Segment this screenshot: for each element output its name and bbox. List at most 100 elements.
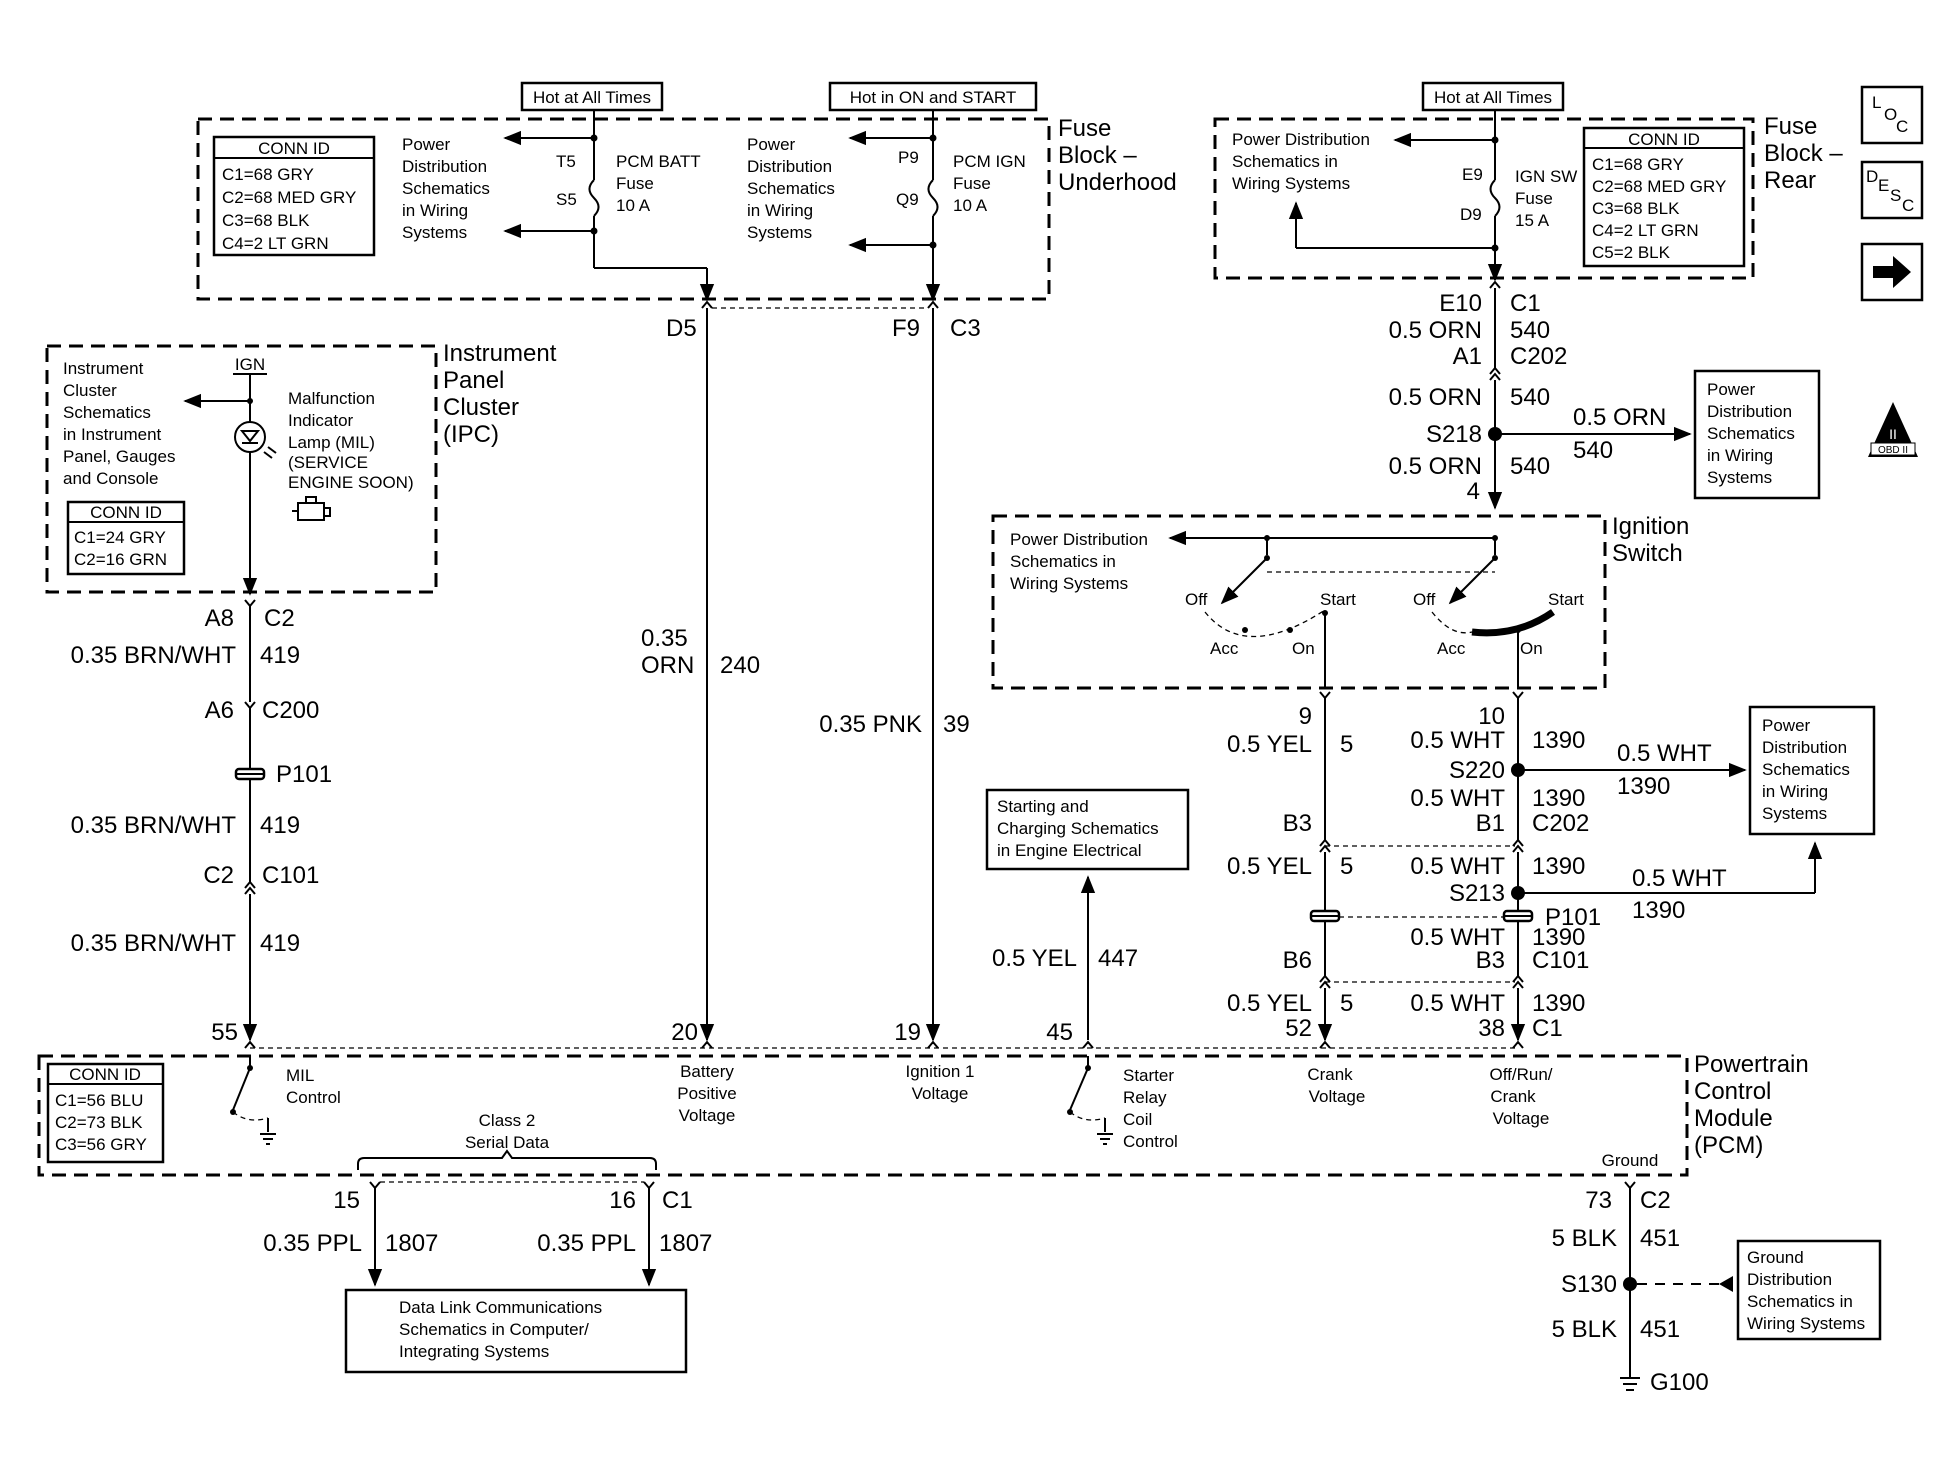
svg-text:C2=16 GRN: C2=16 GRN	[74, 550, 167, 569]
svg-text:Relay: Relay	[1123, 1088, 1167, 1107]
svg-text:in Wiring: in Wiring	[402, 201, 468, 220]
svg-text:Distribution: Distribution	[747, 157, 832, 176]
crank-voltage-label: Crank Voltage	[1307, 1065, 1365, 1106]
ground-dist-box: Ground Distribution Schematics in Wiring…	[1736, 1239, 1882, 1341]
svg-text:Systems: Systems	[747, 223, 812, 242]
svg-text:Fuse: Fuse	[1058, 115, 1111, 142]
svg-text:Distribution: Distribution	[1707, 402, 1792, 421]
hot-on-start-label: Hot in ON and START	[828, 81, 1038, 112]
pwr-dist-note-rear: Power Distribution Schematics in Wiring …	[1232, 130, 1370, 193]
svg-text:Class 2: Class 2	[479, 1111, 536, 1130]
svg-text:451: 451	[1640, 1316, 1680, 1343]
svg-text:Block –: Block –	[1058, 142, 1137, 169]
svg-text:C101: C101	[1532, 947, 1589, 974]
svg-text:Hot at All Times: Hot at All Times	[533, 88, 651, 107]
ign-switch-title: Ignition Switch	[1612, 513, 1689, 567]
svg-text:19: 19	[894, 1019, 921, 1046]
desc-icon[interactable]: D E S C	[1860, 160, 1924, 220]
svg-text:0.5 WHT: 0.5 WHT	[1410, 990, 1505, 1017]
svg-text:C1=56 BLU: C1=56 BLU	[55, 1091, 143, 1110]
svg-text:in Wiring: in Wiring	[1762, 782, 1828, 801]
svg-text:P9: P9	[898, 148, 919, 167]
svg-text:Power: Power	[402, 135, 451, 154]
svg-text:PCM BATT: PCM BATT	[616, 152, 701, 171]
ipc-conn-id-table: CONN ID C1=24 GRY C2=16 GRN	[66, 500, 186, 576]
hot-all-times-label: Hot at All Times	[520, 81, 664, 112]
svg-text:Hot in ON and START: Hot in ON and START	[850, 88, 1017, 107]
ign-switch-left-contacts: Off Start Acc On	[1185, 590, 1356, 688]
svg-text:Lamp (MIL): Lamp (MIL)	[288, 433, 375, 452]
svg-text:(IPC): (IPC)	[443, 421, 499, 448]
mil-control-switch: MIL Control	[230, 1056, 341, 1145]
svg-text:5: 5	[1340, 731, 1353, 758]
svg-text:Cluster: Cluster	[63, 381, 117, 400]
svg-text:(SERVICE: (SERVICE	[288, 453, 368, 472]
svg-text:C202: C202	[1532, 810, 1589, 837]
svg-text:T5: T5	[556, 152, 576, 171]
svg-text:IGN SW: IGN SW	[1515, 167, 1577, 186]
next-page-arrow-icon[interactable]	[1860, 242, 1924, 302]
svg-text:C5=2 BLK: C5=2 BLK	[1592, 243, 1671, 262]
svg-text:OBD II: OBD II	[1878, 445, 1908, 456]
svg-text:Wiring Systems: Wiring Systems	[1747, 1314, 1865, 1333]
svg-text:C4=2 LT GRN: C4=2 LT GRN	[1592, 221, 1699, 240]
svg-text:5 BLK: 5 BLK	[1552, 1225, 1617, 1252]
loc-icon[interactable]: L O C	[1860, 85, 1924, 145]
svg-text:540: 540	[1510, 317, 1550, 344]
svg-text:B6: B6	[1283, 947, 1312, 974]
underhood-title: Fuse Block – Underhood	[1058, 115, 1177, 196]
svg-text:D5: D5	[666, 315, 697, 342]
svg-text:Distribution: Distribution	[402, 157, 487, 176]
svg-text:16: 16	[609, 1187, 636, 1214]
svg-text:C2=68 MED GRY: C2=68 MED GRY	[1592, 177, 1726, 196]
svg-text:1390: 1390	[1532, 853, 1585, 880]
svg-text:1807: 1807	[385, 1230, 438, 1257]
mil-label: Malfunction Indicator Lamp (MIL) (SERVIC…	[288, 389, 414, 492]
svg-text:0.5 YEL: 0.5 YEL	[992, 945, 1077, 972]
fuse-block-underhood-outline	[196, 117, 1051, 301]
svg-text:Starting and: Starting and	[997, 797, 1089, 816]
svg-text:Fuse: Fuse	[1515, 189, 1553, 208]
svg-text:540: 540	[1573, 437, 1613, 464]
svg-text:Schematics: Schematics	[63, 403, 151, 422]
svg-text:ORN: ORN	[641, 652, 694, 679]
svg-text:38: 38	[1478, 1015, 1505, 1042]
svg-text:Positive: Positive	[677, 1084, 737, 1103]
svg-text:A1: A1	[1453, 343, 1482, 370]
svg-text:D9: D9	[1460, 205, 1482, 224]
svg-text:419: 419	[260, 812, 300, 839]
svg-text:240: 240	[720, 652, 760, 679]
svg-text:0.35 BRN/WHT: 0.35 BRN/WHT	[71, 812, 237, 839]
svg-text:L: L	[1872, 93, 1881, 112]
pwr-dist-box-s218: Power Distribution Schematics in Wiring …	[1693, 369, 1821, 500]
svg-text:F9: F9	[892, 315, 920, 342]
svg-text:C3: C3	[950, 315, 981, 342]
svg-text:PCM IGN: PCM IGN	[953, 152, 1026, 171]
svg-text:0.5 ORN: 0.5 ORN	[1389, 384, 1482, 411]
svg-text:S: S	[1890, 186, 1901, 205]
off-run-crank-label: Off/Run/ Crank Voltage	[1490, 1065, 1553, 1128]
svg-text:419: 419	[260, 930, 300, 957]
svg-text:447: 447	[1098, 945, 1138, 972]
ipc-title: Instrument Panel Cluster (IPC)	[443, 340, 557, 448]
svg-text:Start: Start	[1548, 590, 1584, 609]
svg-text:CONN ID: CONN ID	[90, 503, 162, 522]
svg-text:0.35: 0.35	[641, 625, 688, 652]
svg-text:C2: C2	[203, 862, 234, 889]
svg-text:G100: G100	[1650, 1369, 1709, 1396]
svg-text:Schematics in: Schematics in	[1747, 1292, 1853, 1311]
svg-text:Systems: Systems	[1762, 804, 1827, 823]
ground-label: Ground	[1602, 1151, 1659, 1170]
svg-text:P101: P101	[1545, 904, 1601, 931]
starting-charging-box: Starting and Charging Schematics in Engi…	[985, 788, 1190, 871]
svg-text:S218: S218	[1426, 421, 1482, 448]
pwr-dist-note-batt: Power Distribution Schematics in Wiring …	[402, 135, 490, 242]
svg-text:Instrument: Instrument	[443, 340, 557, 367]
svg-text:39: 39	[943, 711, 970, 738]
svg-text:0.5 WHT: 0.5 WHT	[1410, 924, 1505, 951]
svg-text:C2: C2	[264, 605, 295, 632]
svg-text:0.35 PNK: 0.35 PNK	[819, 711, 922, 738]
svg-text:Schematics in: Schematics in	[1010, 552, 1116, 571]
splice-s130	[1623, 1277, 1637, 1291]
svg-text:CONN ID: CONN ID	[1628, 130, 1700, 149]
